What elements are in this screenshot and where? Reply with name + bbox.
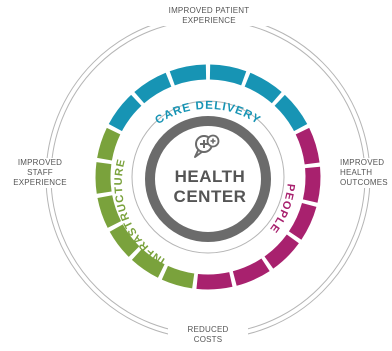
location-pin-plus-icon [194,134,220,158]
ring-segment-people [232,258,270,286]
outcome-label-staff-experience: IMPROVED STAFF EXPERIENCE [10,158,70,188]
ring-segment-infrastructure [97,127,121,161]
outcome-label-patient-experience: IMPROVED PATIENT EXPERIENCE [148,6,270,26]
outcome-label-health-outcomes: IMPROVED HEALTH OUTCOMES [340,158,392,188]
ring-segment-people [264,234,299,269]
ring-segment-people [288,202,317,240]
ring-segment-infrastructure [109,224,140,257]
center-title-line1: HEALTH [174,167,246,186]
ring-segment-people [302,166,321,203]
ring-segment-people [196,272,233,290]
segment-ring [95,64,321,290]
inner-thin-ring [131,100,285,254]
ring-segment-care-delivery [244,72,282,104]
outcome-label-reduced-costs: REDUCED COSTS [168,325,248,345]
center-title-line2: CENTER [173,187,247,206]
ring-segment-care-delivery [209,64,247,86]
ring-segment-care-delivery [134,72,172,104]
ring-segment-infrastructure [95,162,112,194]
ring-segment-infrastructure [161,265,195,289]
ring-segment-care-delivery [169,64,207,86]
ring-segment-infrastructure [97,194,122,228]
center-ring [145,116,271,242]
ring-segment-care-delivery [274,94,308,132]
ring-segment-care-delivery [108,94,142,132]
ring-segment-infrastructure [131,248,165,278]
ring-segment-people [295,127,320,165]
